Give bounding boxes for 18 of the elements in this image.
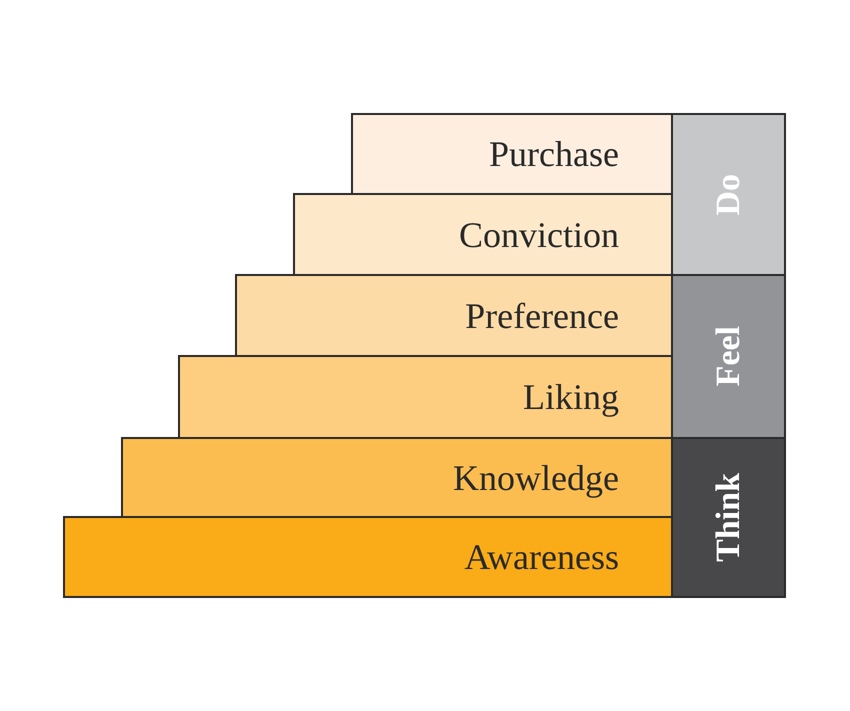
step-label: Liking: [523, 376, 619, 418]
step-bar: [293, 193, 673, 276]
stage-band: [671, 437, 786, 598]
stage-label: Think: [710, 473, 748, 562]
stage-label: Do: [710, 174, 748, 216]
step-label: Awareness: [464, 536, 619, 578]
step-bar: [178, 355, 673, 439]
stage-label: Feel: [710, 326, 748, 387]
stage-band: [671, 113, 786, 276]
step-bar: [351, 113, 673, 195]
step-label: Conviction: [459, 214, 619, 256]
step-label: Preference: [465, 294, 619, 336]
step-bar: [63, 516, 673, 598]
step-label: Knowledge: [453, 456, 619, 498]
step-bar: [235, 274, 673, 357]
step-label: Purchase: [489, 133, 619, 175]
stage-band: [671, 274, 786, 439]
step-bar: [121, 437, 673, 518]
